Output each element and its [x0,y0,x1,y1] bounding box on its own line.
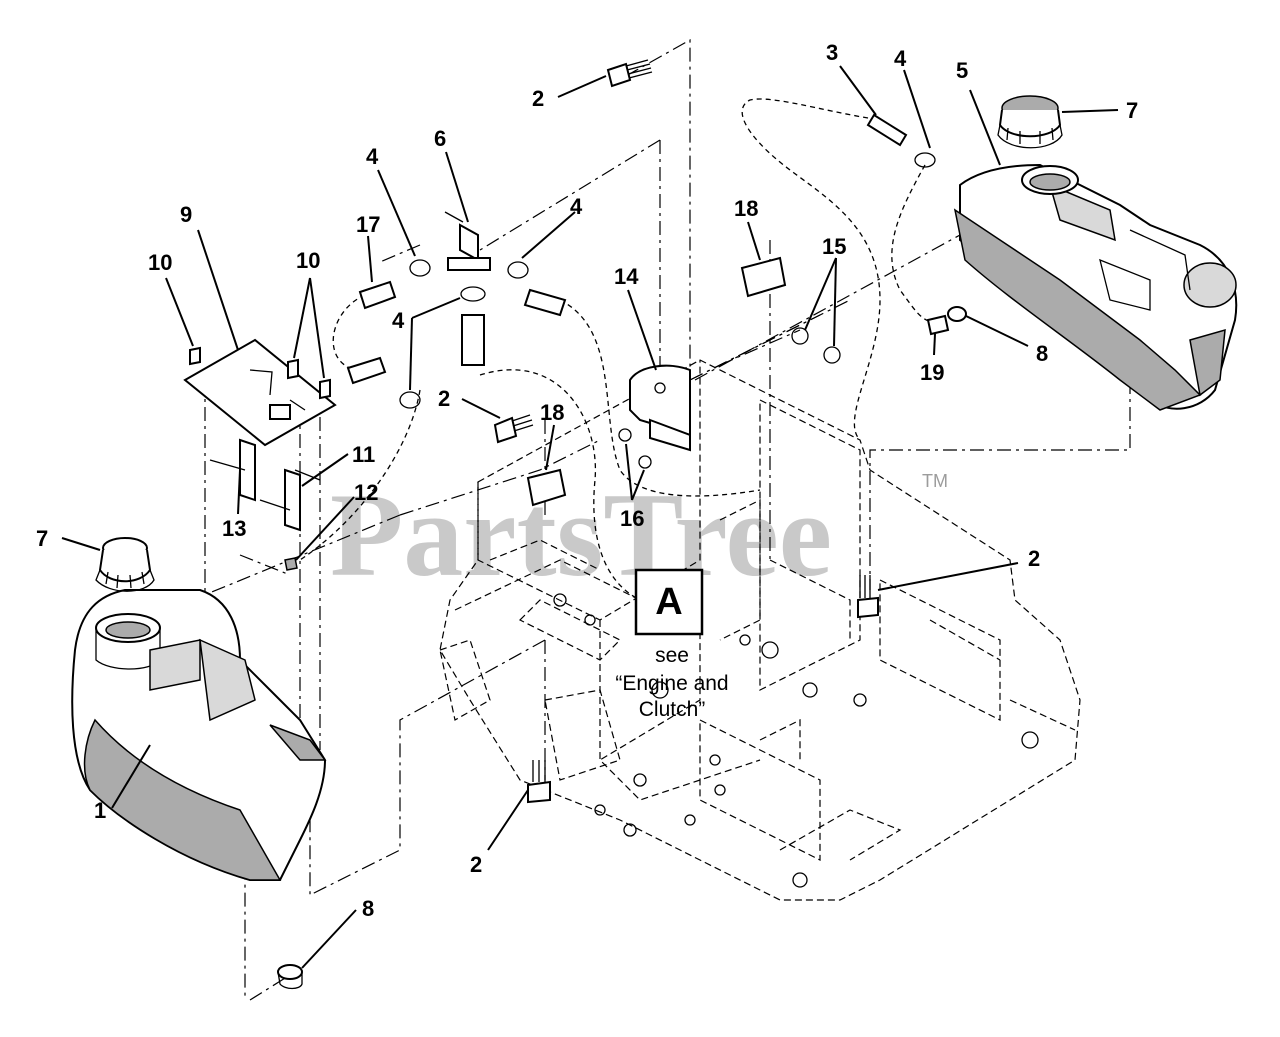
callout-16: 16 [620,506,644,531]
callout-18: 18 [734,196,758,221]
callout-12: 12 [354,480,378,505]
callouts: 1 2 2 2 2 3 4 4 4 4 5 6 7 7 8 8 9 10 10 … [36,40,1138,921]
frame-chassis [439,359,1081,901]
left-tank-cap [95,537,155,592]
callout-3: 3 [826,40,838,65]
leader-lines [61,65,1119,969]
callout-1: 1 [94,798,106,823]
callout-18: 18 [540,400,564,425]
callout-11: 11 [352,442,375,467]
watermark: PartsTree TM [330,468,948,601]
right-tank-cap [997,95,1063,149]
callout-7: 7 [36,526,48,551]
assembly-lines [179,38,1131,1001]
callout-5: 5 [956,58,968,83]
reference-box-letter: A [655,581,682,623]
fuel-lines [299,98,936,601]
callout-8: 8 [1036,341,1048,366]
callout-14: 14 [614,264,639,289]
reference-title-line1: “Engine and [615,672,728,695]
callout-13: 13 [222,516,246,541]
callout-10: 10 [148,250,172,275]
callout-19: 19 [920,360,944,385]
reference-engine-clutch[interactable]: A see “Engine and Clutch” [615,568,729,721]
watermark-text: PartsTree [330,468,832,601]
small-parts [183,59,967,990]
callout-7: 7 [1126,98,1138,123]
callout-4: 4 [894,46,907,71]
callout-9: 9 [180,202,192,227]
watermark-tm: TM [922,471,948,491]
callout-4: 4 [570,194,583,219]
callout-2: 2 [470,852,482,877]
callout-10: 10 [296,248,320,273]
callout-2: 2 [1028,546,1040,571]
reference-title-line2: Clutch” [639,698,706,721]
left-fuel-tank [71,589,327,881]
reference-box[interactable] [634,568,704,636]
callout-15: 15 [822,234,846,259]
right-fuel-tank [953,163,1238,411]
callout-8: 8 [362,896,374,921]
reference-see: see [655,644,689,667]
callout-6: 6 [434,126,446,151]
callout-17: 17 [356,212,380,237]
callout-2: 2 [438,386,450,411]
callout-4: 4 [392,308,405,333]
callout-4: 4 [366,144,379,169]
callout-2: 2 [532,86,544,111]
